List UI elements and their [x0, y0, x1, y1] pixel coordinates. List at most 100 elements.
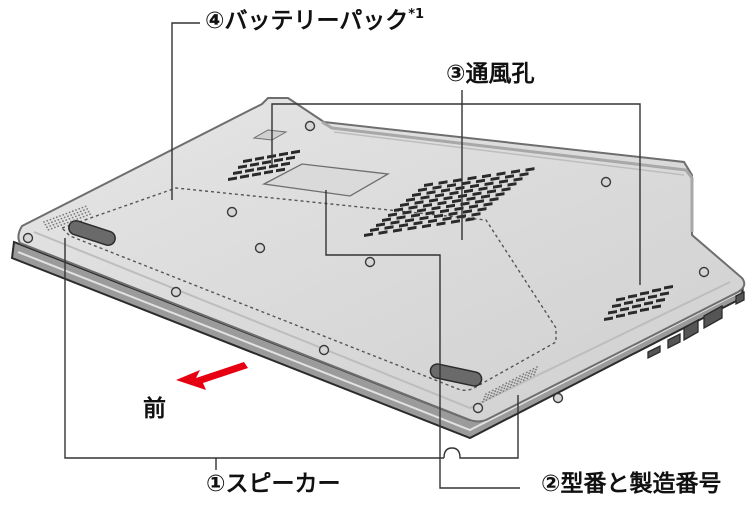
vent-slot	[484, 181, 494, 186]
speaker-hole	[491, 389, 494, 392]
vent-slot	[446, 203, 455, 209]
vent-slot	[493, 184, 502, 189]
port-2	[667, 332, 681, 350]
speaker-hole	[499, 391, 501, 394]
vent-slot	[243, 158, 252, 163]
speaker-grilles	[43, 205, 538, 403]
speaker-hole	[488, 397, 491, 400]
leader-vent-bracket	[271, 103, 641, 285]
speaker-hole	[511, 381, 514, 384]
vent-slot	[477, 207, 487, 212]
speaker-hole	[52, 217, 55, 220]
model-serial-label: ②型番と製造番号	[541, 471, 722, 497]
speaker-hole	[505, 382, 508, 385]
speaker-hole	[79, 210, 82, 213]
hinge-ridge	[321, 120, 694, 232]
speaker-hole	[68, 217, 71, 220]
vent-slot	[252, 172, 261, 177]
vent-slot	[276, 167, 285, 173]
speaker-hole	[81, 206, 84, 209]
vent-slot	[428, 218, 437, 224]
vent-slot	[425, 210, 435, 216]
speaker-hole	[68, 211, 71, 214]
speaker-hole	[504, 384, 507, 387]
speaker-hole	[512, 384, 515, 387]
speaker-hole	[519, 375, 521, 377]
vent-slot	[399, 223, 408, 228]
speaker-hole	[530, 373, 533, 375]
vent-slot	[640, 307, 649, 312]
speaker-hole	[74, 215, 77, 218]
speaker-hole	[497, 388, 500, 391]
vent-slot	[423, 203, 432, 208]
vent-slot	[370, 227, 379, 232]
speaker-hole	[71, 216, 74, 219]
vent-slot	[476, 178, 485, 184]
vent-slot	[382, 217, 391, 222]
speaker-hole	[76, 211, 79, 214]
speaker-hole	[529, 375, 532, 378]
vent-slot	[281, 161, 290, 167]
vent-slot	[384, 225, 394, 230]
vent-slot	[255, 156, 264, 161]
speaker-hole	[529, 369, 532, 372]
speaker-hole	[495, 393, 498, 396]
speaker-hole	[47, 228, 50, 231]
speaker-hole	[523, 376, 526, 379]
speaker-hole	[496, 391, 499, 393]
speaker-hole	[44, 223, 47, 226]
speaker-hole	[498, 385, 501, 388]
speaker-hole	[489, 394, 492, 397]
speaker-hole	[512, 378, 515, 381]
vent-slot	[228, 176, 237, 181]
speaker-hole	[65, 212, 68, 215]
vent-slot	[624, 300, 633, 305]
speaker-hole	[51, 221, 53, 224]
screw	[304, 120, 316, 132]
vent-slot	[664, 285, 673, 290]
vent-slot	[435, 193, 444, 198]
speaker-hole	[47, 222, 50, 225]
leader-battery	[171, 22, 200, 200]
vent-slot	[489, 197, 499, 202]
vent-slot	[286, 155, 295, 161]
vent-slot	[461, 180, 471, 186]
speaker-hole	[535, 368, 537, 371]
vent-slot	[451, 219, 460, 224]
front-label: 前	[143, 396, 166, 422]
vent-slot	[616, 297, 625, 302]
vent-slot	[481, 194, 490, 199]
vent-slot	[443, 195, 453, 201]
vent-slot	[470, 183, 479, 189]
speaker-hole	[46, 219, 49, 222]
speaker-hole	[49, 218, 52, 221]
speaker-hole	[55, 222, 58, 225]
screw	[170, 286, 182, 298]
vent-slot	[250, 162, 259, 167]
speaker-hole	[502, 390, 505, 392]
speaker-hole	[493, 392, 496, 395]
vent-slot	[394, 207, 403, 212]
speaker-hole	[531, 370, 534, 373]
vent-slot	[364, 232, 373, 237]
speaker-hole	[79, 216, 82, 219]
speaker-label: ①スピーカー	[206, 471, 341, 497]
battery-pack-label-text: ④バッテリーパック	[205, 8, 409, 34]
vent-slot	[632, 304, 641, 309]
vent-slot	[431, 205, 441, 211]
speaker-hole	[52, 223, 55, 226]
speaker-hole	[67, 215, 69, 218]
battery-pack-footnote: *1	[408, 7, 425, 22]
vent-slot	[412, 192, 421, 197]
vent-slot	[620, 307, 629, 312]
vent-slot	[640, 291, 649, 296]
speaker-hole	[83, 209, 85, 212]
vent-slot	[422, 223, 431, 229]
speaker-hole	[528, 372, 531, 375]
screw	[254, 242, 266, 254]
vent-slot	[419, 215, 429, 221]
vent-slot	[448, 211, 458, 216]
speaker-hole	[70, 214, 72, 216]
vent-slot	[396, 215, 406, 220]
